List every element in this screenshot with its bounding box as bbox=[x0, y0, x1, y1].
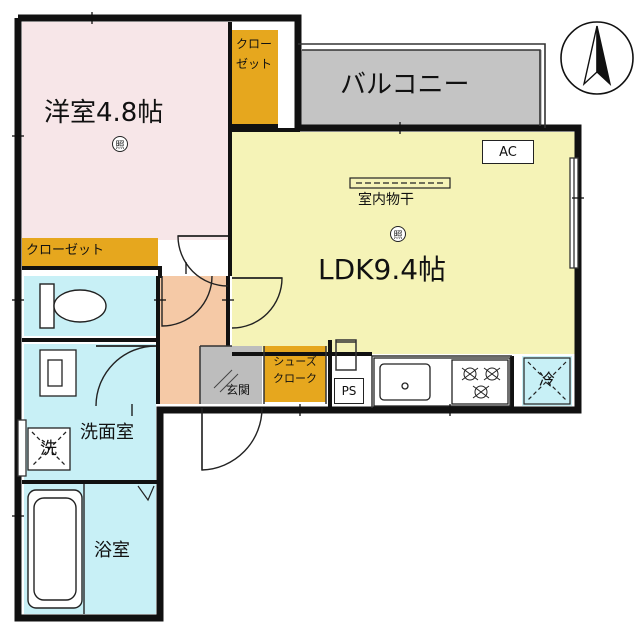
entrance-step bbox=[213, 369, 239, 393]
western-room-label: 洋室4.8帖 bbox=[44, 98, 164, 128]
door-ldk bbox=[231, 277, 283, 329]
drying-rail-label: 室内物干 bbox=[358, 192, 414, 208]
closet-bottom-fill bbox=[22, 238, 158, 266]
stove-burners bbox=[461, 367, 501, 399]
western-room-lamp-icon: 照 bbox=[112, 136, 128, 152]
door-western-room bbox=[177, 235, 229, 287]
entrance-label: 玄関 bbox=[226, 383, 251, 397]
door-swings bbox=[95, 235, 283, 471]
washer-label: 洗 bbox=[40, 439, 57, 459]
windows bbox=[17, 157, 579, 477]
outer-walls bbox=[14, 14, 582, 622]
shoe-cloak-line2: クローク bbox=[273, 371, 317, 385]
fridge-label: 冷 bbox=[539, 370, 556, 389]
shoe-cloak-label: シューズ クローク bbox=[262, 355, 328, 385]
toilet-fixture bbox=[39, 283, 107, 329]
washroom-label: 洗面室 bbox=[80, 422, 134, 443]
bath-door-mark bbox=[137, 485, 155, 502]
door-toilet bbox=[161, 275, 213, 327]
fridge-space bbox=[523, 357, 571, 405]
washbasin-fixture bbox=[39, 349, 77, 397]
dimension-ticks bbox=[12, 12, 584, 517]
western-room-fill bbox=[22, 22, 230, 240]
door-entrance bbox=[201, 407, 263, 471]
interior-walls bbox=[22, 22, 514, 484]
balcony-label: バルコニー bbox=[340, 70, 470, 100]
shoe-cloak-line1: シューズ bbox=[273, 355, 317, 368]
bathtub-fixture bbox=[27, 489, 83, 609]
ldk-label: LDK9.4帖 bbox=[318, 253, 447, 286]
ldk-fill bbox=[232, 132, 576, 354]
closet-bottom-label: クローゼット bbox=[26, 243, 105, 258]
balcony-frame bbox=[298, 43, 546, 128]
bathroom-label: 浴室 bbox=[94, 540, 130, 561]
thin-partitions bbox=[83, 339, 512, 614]
closet-top-fill bbox=[230, 30, 278, 126]
closet-top-line2: ゼット bbox=[235, 56, 272, 71]
ac-unit: AC bbox=[482, 140, 534, 164]
pipe-space: PS bbox=[334, 378, 364, 404]
kitchen-counter bbox=[373, 357, 511, 407]
balcony-fill bbox=[296, 50, 542, 128]
washer-pan bbox=[27, 427, 71, 471]
north-arrow-icon bbox=[560, 21, 634, 95]
closet-top-line1: クロー bbox=[235, 37, 272, 51]
closet-top-label: クロー ゼット bbox=[232, 37, 276, 72]
drying-rail bbox=[349, 177, 451, 189]
ldk-lamp-icon: 照 bbox=[390, 226, 406, 242]
